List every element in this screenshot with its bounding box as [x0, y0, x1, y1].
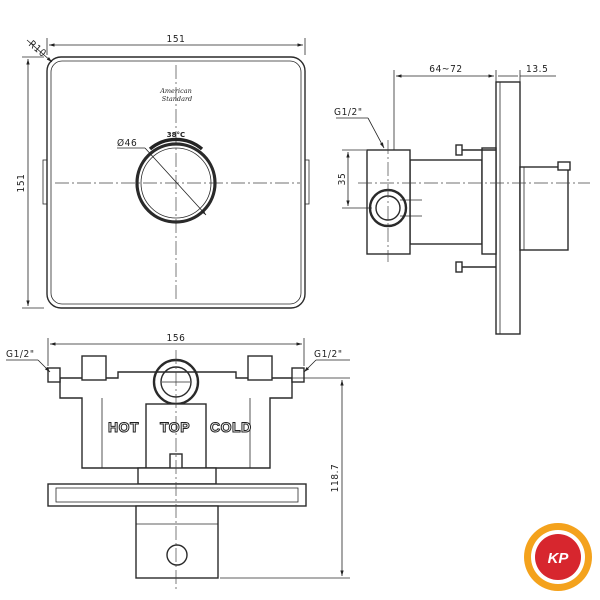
- dial-diameter-label: Ø46: [117, 137, 137, 149]
- left-boss: [81, 355, 107, 381]
- hot-label: HOT: [108, 419, 139, 435]
- bottom-view: HOT TOP COLD 156 G1/2" G1/2" 118.7: [6, 333, 350, 590]
- plate-thickness-label: 13.5: [526, 64, 548, 75]
- left-thread-leader: [37, 359, 51, 373]
- bolt-head-bottom: [455, 261, 463, 273]
- dial-inner-ring: [140, 147, 212, 219]
- brand-line-2: Standard: [162, 95, 192, 103]
- bottom-knob: [135, 505, 219, 579]
- right-tab: [304, 159, 310, 205]
- depth-range-label: 64~72: [429, 64, 462, 75]
- side-thread-leader: [367, 117, 385, 149]
- bottom-width-label: 156: [167, 333, 186, 344]
- brand-line-1: American: [159, 87, 192, 95]
- offset-label: 35: [337, 173, 348, 186]
- cold-label: COLD: [210, 419, 252, 435]
- bottom-height-label: 118.7: [330, 464, 341, 493]
- left-thread-label: G1/2": [6, 349, 35, 360]
- logo-text: KP: [548, 550, 570, 567]
- bottom-cover-plate: [47, 483, 307, 507]
- height-label: 151: [16, 174, 27, 193]
- side-inlet-pipe: [366, 149, 411, 255]
- bottom-flange: [137, 467, 217, 485]
- valve-body-side: [409, 159, 483, 245]
- right-thread-leader: [303, 359, 317, 373]
- side-knob: [519, 166, 569, 251]
- side-view: 64~72 13.5 G1/2" 35: [334, 64, 590, 335]
- bottom-cover-plate-inner: [55, 487, 299, 503]
- right-thread-label: G1/2": [314, 349, 343, 360]
- side-thread-label: G1/2": [334, 107, 363, 118]
- top-label: TOP: [160, 419, 190, 435]
- right-port-cap: [291, 367, 305, 383]
- side-knob-nub: [557, 161, 571, 171]
- left-tab: [42, 159, 48, 205]
- right-boss: [247, 355, 273, 381]
- diameter-leader: [144, 147, 207, 216]
- bottom-knob-hole: [166, 544, 188, 566]
- bolt-head-top: [455, 144, 463, 156]
- dial-knob: [135, 142, 217, 224]
- temperature-arc: [148, 137, 204, 151]
- cover-plate-inner-edge: [50, 60, 302, 305]
- front-view: 38°C Ø46 American Standard 151 R10 151: [16, 34, 310, 309]
- valve-flange-side: [481, 147, 497, 255]
- temperature-label: 38°C: [167, 131, 185, 139]
- left-port-cap: [47, 367, 61, 383]
- radius-leader: [26, 39, 53, 63]
- kp-logo: KP: [524, 523, 592, 591]
- width-label: 151: [167, 34, 186, 45]
- logo-inner-circle: [535, 534, 581, 580]
